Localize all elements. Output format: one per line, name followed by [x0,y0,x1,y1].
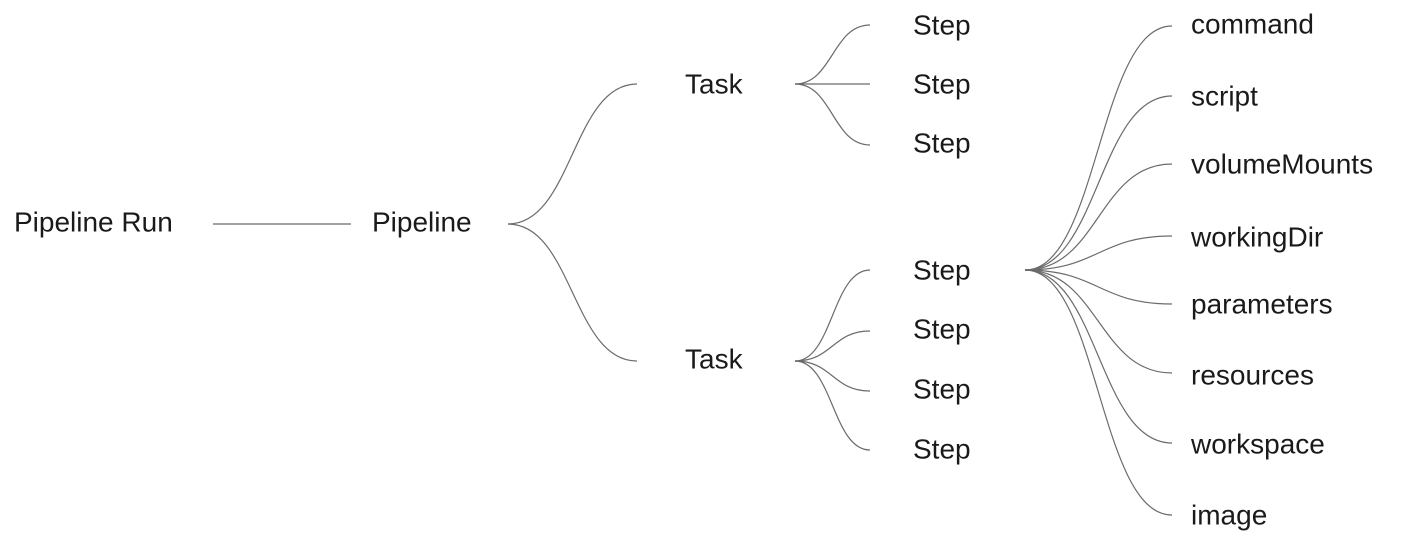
step-field-node: parameters [1191,288,1333,319]
connector-lines [213,24,1173,516]
step-node: Step [913,433,971,464]
step-node: Step [913,373,971,404]
step-node: Step [913,254,971,285]
connector-task-to-step [794,330,871,362]
step-field-node: command [1191,8,1314,39]
connector-pipeline-to-task [507,83,638,225]
task-node: Task [685,68,744,99]
connector-task-to-step [794,83,871,146]
step-node: Step [913,9,971,40]
connector-step-to-field [1024,95,1173,271]
connector-task-to-step [794,269,871,362]
connector-step-to-field [1024,269,1173,374]
step-node: Step [913,127,971,158]
connector-step-to-field [1024,25,1173,271]
connector-task-to-step [794,360,871,451]
task-node: Task [685,343,744,374]
step-field-node: image [1191,499,1267,530]
pipeline-run-node: Pipeline Run [14,206,173,237]
connector-task-to-step [794,24,871,85]
connector-step-to-field [1024,269,1173,444]
step-node: Step [913,313,971,344]
connector-step-to-field [1024,235,1173,271]
step-field-node: resources [1191,359,1314,390]
connector-step-to-field [1024,163,1173,271]
connector-pipeline-to-task [507,223,638,362]
connector-step-to-field [1024,269,1173,516]
step-field-node: workspace [1190,428,1325,459]
step-field-node: workingDir [1190,221,1323,252]
pipeline-node: Pipeline [372,206,472,237]
connector-task-to-step [794,360,871,392]
step-field-node: volumeMounts [1191,148,1373,179]
connector-step-to-field [1024,269,1173,305]
step-node: Step [913,68,971,99]
step-field-node: script [1191,80,1258,111]
